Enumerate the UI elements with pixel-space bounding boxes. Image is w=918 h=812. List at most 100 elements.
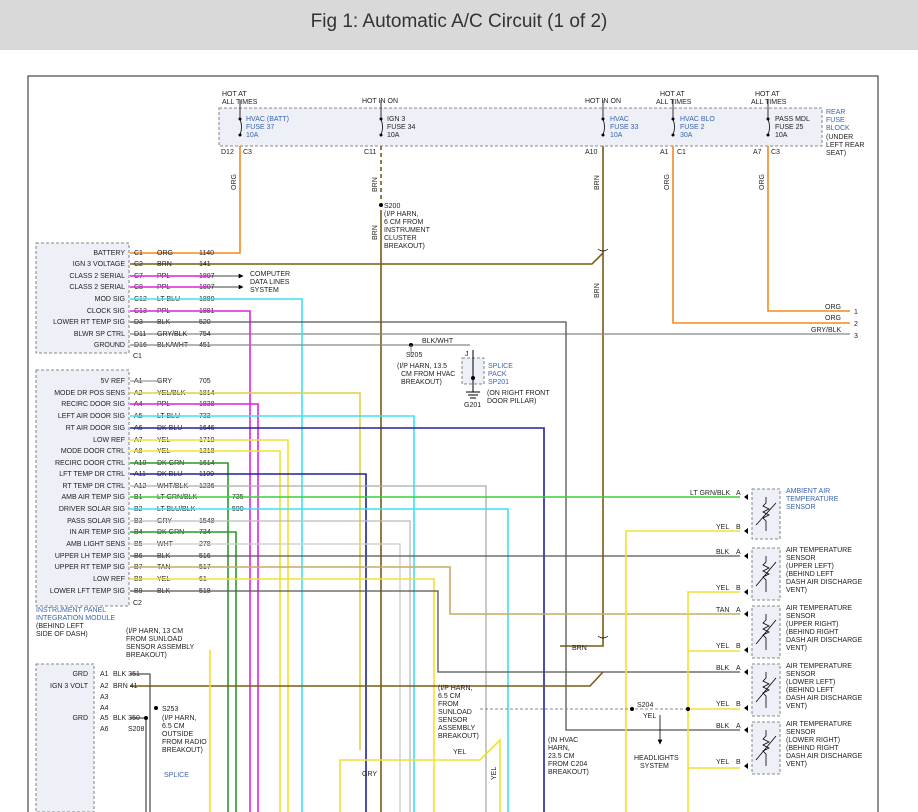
svg-text:BRN: BRN [372,225,379,240]
ipm-circuit: 705 [199,378,211,385]
sensor-name: (LOWER RIGHT) [786,737,840,744]
s200-note: S200 (I/P HARN, 6 CM FROM INSTRUMENT CLU… [384,203,431,250]
thermistor-arrow [755,735,777,761]
sensor-name: TEMPERATURE [786,496,839,503]
sensor-name: AIR TEMPERATURE [786,721,852,728]
sensor-pin-b: B [736,759,741,766]
svg-text:(I/P HARN, 13 CM: (I/P HARN, 13 CM [126,628,183,635]
svg-text:COMPUTER: COMPUTER [250,271,290,278]
radio-pin-id: A3 [100,694,109,701]
ipm-pin-label: LOW REF [93,576,125,583]
svg-text:LEFT REAR: LEFT REAR [826,142,864,149]
svg-text:A10: A10 [585,149,598,156]
svg-text:FROM C204: FROM C204 [548,761,587,768]
ipm-connector-2 [35,369,130,607]
ipm-pin-label: LEFT AIR DOOR SIG [58,413,125,420]
wire-brn-ign3 [130,252,604,265]
ground-symbol [466,391,480,399]
s253-note: S253 (I/P HARN, 6.5 CM OUTSIDE FROM RADI… [128,706,207,779]
serial-destination: COMPUTER DATA LINES SYSTEM [250,271,290,294]
svg-text:ORG: ORG [759,174,766,190]
yel-feed-bus [625,530,740,812]
wire-rt-temp-ctrl [130,485,487,812]
thermistor-symbol [762,672,770,708]
sensor-name: DASH AIR DISCHARGE [786,579,863,586]
svg-text:INSTRUMENT: INSTRUMENT [384,227,431,234]
sensor-pin-a: A [736,723,741,730]
ipm-pin-label: MODE DR POS SENS [54,390,125,397]
sensor-name: VENT) [786,645,807,652]
svg-text:C3: C3 [771,149,780,156]
svg-text:FROM: FROM [438,701,459,708]
sensor-wire-b: YEL [716,701,729,708]
svg-text:BRN: BRN [594,175,601,190]
wire-mode-door-ctrl [130,450,281,812]
sensor-name: SENSOR [786,555,816,562]
svg-text:S205: S205 [406,352,422,359]
svg-text:(UNDER: (UNDER [826,134,853,141]
radio-pin-label: GRD [72,715,88,722]
sensor-wire-a: BLK [716,723,730,730]
svg-text:ORG: ORG [825,304,841,311]
ipm-conn2-label: C2 [133,600,142,607]
wire-pass-solar [130,520,411,812]
svg-text:HEADLIGHTS: HEADLIGHTS [634,755,679,762]
thermistor-arrow [755,619,777,645]
ipm-pin-label: UPPER LH TEMP SIG [55,553,125,560]
svg-text:PACK: PACK [488,371,507,378]
svg-text:FUSE 25: FUSE 25 [775,124,804,131]
page-title: Fig 1: Automatic A/C Circuit (1 of 2) [310,11,608,32]
svg-text:(ON RIGHT FRONT: (ON RIGHT FRONT [487,390,550,397]
ipm-pin-label: CLASS 2 SERIAL [69,284,125,291]
svg-text:FUSE 33: FUSE 33 [610,124,639,131]
wire-upper-rt-temp [130,566,740,615]
svg-text:SPLICE: SPLICE [164,772,189,779]
svg-text:BLOCK: BLOCK [826,125,850,132]
svg-text:ORG: ORG [231,174,238,190]
ipm-circuit: 754 [199,331,211,338]
sensor-pin-a: A [736,665,741,672]
svg-text:FUSE: FUSE [826,117,845,124]
wire-mode-dr-pos [130,392,361,750]
sensor-name: VENT) [786,761,807,768]
ipm-pin-label: LOWER RT TEMP SIG [53,319,125,326]
wire-mod-sig [130,298,303,812]
svg-text:BREAKOUT): BREAKOUT) [438,733,479,740]
svg-text:2: 2 [854,321,858,328]
ipm-pin-label: RT AIR DOOR SIG [66,425,125,432]
svg-text:HVAC: HVAC [610,116,629,123]
wire-yel-lower [339,738,501,812]
wire-recirc-ctrl [130,462,229,812]
connector-chevron [744,553,748,595]
sensor-pin-a: A [736,607,741,614]
sensor-name: DASH AIR DISCHARGE [786,695,863,702]
ipm-pin-label: 5V REF [100,378,125,385]
wire-lower-rt-temp [130,321,740,731]
svg-text:10A: 10A [387,132,400,139]
sensor-name: (BEHIND RIGHT [786,745,839,752]
splice-pack-labels: J SPLICE PACK SP201 G201 (ON RIGHT FRONT… [464,351,550,409]
sensor-name: VENT) [786,587,807,594]
ipm-wire-color: BRN [157,261,172,268]
sensor-wire-a: BLK [716,665,730,672]
svg-text:10A: 10A [610,132,623,139]
sensor-pin-b: B [736,643,741,650]
ipm-pin-label: UPPER RT TEMP SIG [55,564,125,571]
ipm-circuit: 1140 [199,250,214,257]
wire-left-air-door [130,415,415,812]
title-banner: Fig 1: Automatic A/C Circuit (1 of 2) [0,0,918,50]
svg-text:FUSE 2: FUSE 2 [680,124,705,131]
sensor-wire-a: BLK [716,549,730,556]
ipm-pin-label: CLOCK SIG [87,308,125,315]
connector-chevron [744,727,748,769]
wire-lft-temp-ctrl [130,473,367,812]
svg-text:6.5 CM: 6.5 CM [438,693,461,700]
radio-pin-id: A6 [100,726,109,733]
s204-labels: S204 YEL HEADLIGHTS SYSTEM [634,702,679,770]
vertical-labels: ORG BRN BRN BRN ORG ORG BRN [231,174,766,298]
svg-text:BRN: BRN [594,283,601,298]
